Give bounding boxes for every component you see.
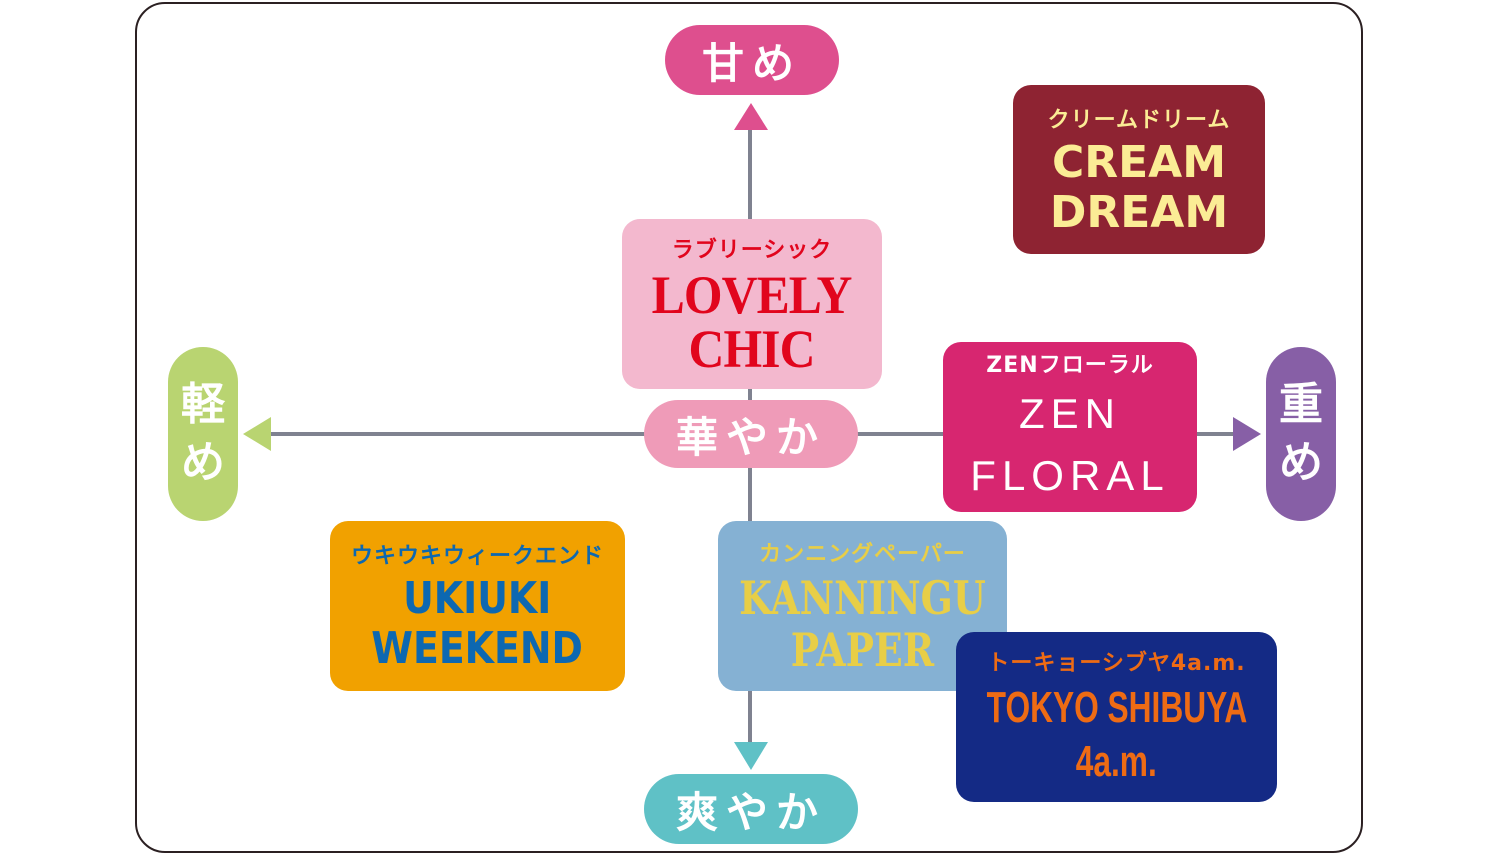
item-title-line1: LOVELY — [652, 265, 853, 325]
item-kana: カンニングペーパー — [759, 542, 966, 567]
axis-label-heavy-char1: 重 — [1279, 379, 1323, 430]
item-title-line2: FLORAL — [970, 452, 1170, 499]
item-kana: ZENフローラル — [986, 353, 1154, 378]
item-kana: トーキョーシブヤ4a.m. — [987, 651, 1246, 676]
item-card-cream-dream: クリームドリーム CREAM DREAM — [1013, 85, 1265, 254]
item-title-line1: ZEN — [1019, 390, 1121, 437]
item-title-line1: KANNINGU — [739, 571, 986, 625]
arrow-down-icon — [734, 742, 768, 770]
item-title-line1: UKIUKI — [403, 573, 552, 624]
item-title-line2: PAPER — [790, 623, 935, 677]
item-title-line2: WEEKEND — [371, 623, 584, 674]
item-kana: クリームドリーム — [1047, 107, 1231, 133]
item-title-line2: CHIC — [688, 319, 816, 379]
axis-label-light-char2: め — [181, 437, 225, 488]
axis-label-light-char1: 軽 — [181, 379, 225, 430]
item-title-line1: CREAM — [1051, 136, 1227, 188]
axis-label-center: 華やか — [644, 400, 858, 468]
item-card-kanningu-paper: カンニングペーパー KANNINGU PAPER — [718, 521, 1007, 691]
axis-label-sweet: 甘め — [665, 25, 839, 95]
arrow-up-icon — [734, 103, 768, 130]
arrow-right-icon — [1233, 417, 1261, 451]
diagram-frame — [135, 2, 1363, 853]
item-title-line2: 4a.m. — [1075, 737, 1157, 786]
axis-label-heavy-char2: め — [1279, 437, 1323, 488]
item-kana: ラブリーシック — [671, 238, 833, 263]
axis-label-fresh: 爽やか — [644, 774, 858, 844]
item-card-zen-floral: ZENフローラル ZEN FLORAL — [943, 342, 1197, 512]
axis-label-heavy: 重 め — [1266, 347, 1336, 521]
item-card-tokyo-shibuya: トーキョーシブヤ4a.m. TOKYO SHIBUYA 4a.m. — [956, 632, 1277, 802]
arrow-left-icon — [243, 417, 271, 451]
axis-label-light: 軽 め — [168, 347, 238, 521]
item-card-ukiuki-weekend: ウキウキウィークエンド UKIUKI WEEKEND — [330, 521, 625, 691]
item-title-line1: TOKYO SHIBUYA — [986, 683, 1247, 732]
item-card-lovely-chic: ラブリーシック LOVELY CHIC — [622, 219, 882, 389]
item-title-line2: DREAM — [1049, 186, 1229, 238]
item-kana: ウキウキウィークエンド — [350, 544, 604, 569]
